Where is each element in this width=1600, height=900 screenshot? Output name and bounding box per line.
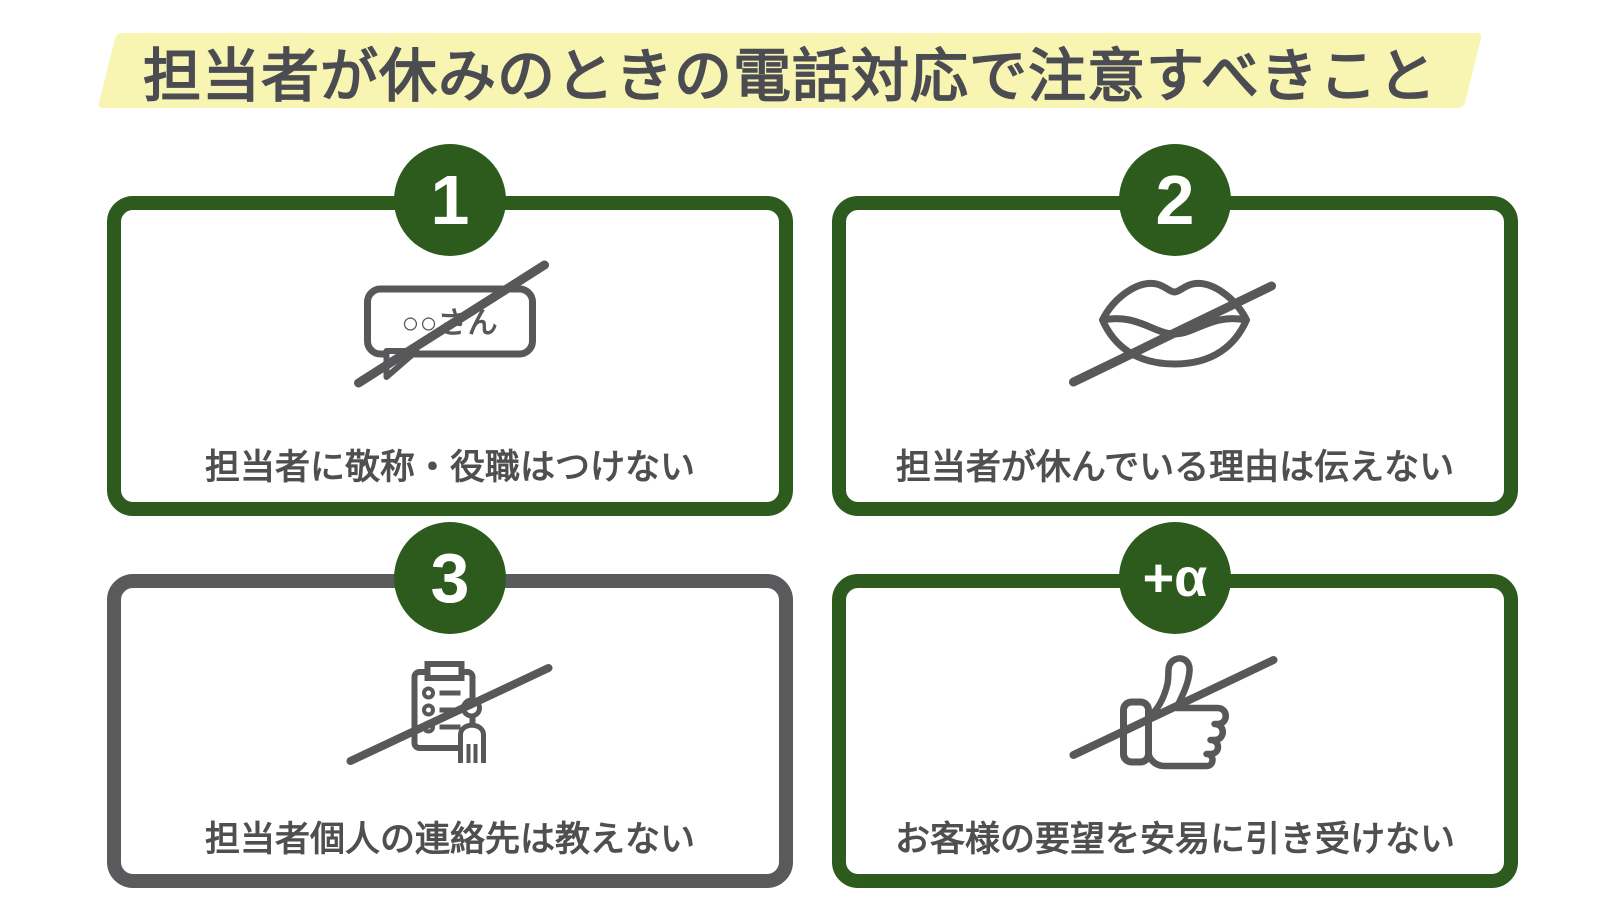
card-1: 1 ○○さん 担当者に敬称・役職はつけない (107, 144, 793, 516)
card-4-number: +α (1142, 548, 1208, 608)
card-2: 2 担当者が休んでいる理由は伝えない (832, 144, 1518, 516)
card-3-number-badge: 3 (394, 522, 506, 634)
card-2-number-badge: 2 (1119, 144, 1231, 256)
card-1-caption: 担当者に敬称・役職はつけない (204, 448, 695, 487)
card-3: 3 担当者個人の連絡先は教えない (107, 522, 793, 888)
card-3-caption: 担当者個人の連絡先は教えない (204, 820, 695, 859)
crossed-speech-bubble-icon: ○○さん (343, 256, 558, 391)
crossed-lips-icon (1068, 256, 1283, 391)
card-2-caption: 担当者が休んでいる理由は伝えない (895, 448, 1455, 487)
crossed-thumbs-up-icon (1068, 638, 1283, 773)
card-1-number-badge: 1 (394, 144, 506, 256)
page-title-text: 担当者が休みのときの電話対応で注意すべきこと (143, 43, 1437, 109)
crossed-contact-list-icon (343, 638, 558, 773)
card-1-number: 1 (430, 161, 470, 239)
card-4-caption: お客様の要望を安易に引き受けない (894, 820, 1455, 859)
card-2-number: 2 (1155, 161, 1195, 239)
page-title: 担当者が休みのときの電話対応で注意すべきこと (97, 33, 1483, 109)
card-4-number-badge: +α (1119, 522, 1231, 634)
card-4: +α お客様の要望を安易に引き受けない (832, 522, 1518, 888)
card-3-number: 3 (430, 539, 470, 617)
